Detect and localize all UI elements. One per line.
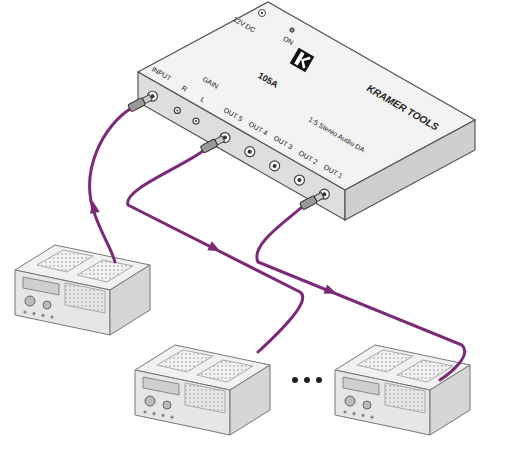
circle-shape <box>352 412 355 415</box>
polygon-shape <box>397 360 453 382</box>
jack <box>294 175 304 185</box>
polygon-shape <box>385 383 425 413</box>
audio-plug <box>200 135 225 153</box>
circle-shape <box>363 401 371 409</box>
circle-shape <box>32 312 35 315</box>
ellipsis-dots <box>292 377 322 383</box>
model-number: 105A <box>256 71 279 90</box>
jack-hole <box>176 109 178 111</box>
product-description: 1:5 Stereo Audio DA <box>307 115 365 153</box>
audio-plug <box>299 192 324 210</box>
polygon-shape <box>197 360 253 382</box>
polygon-shape <box>185 383 225 413</box>
polygon-shape <box>77 260 133 282</box>
circle-shape <box>361 414 364 417</box>
circle-shape <box>163 401 171 409</box>
jack-hole <box>195 120 197 122</box>
kramer-logo <box>290 48 315 73</box>
circle-shape <box>370 416 373 419</box>
circle-shape <box>41 314 44 317</box>
jack-hole <box>273 164 277 168</box>
jack <box>245 147 255 157</box>
circle-shape <box>43 301 51 309</box>
rect-shape <box>128 97 146 112</box>
plugs <box>128 94 325 210</box>
circle-shape <box>161 414 164 417</box>
circle-shape <box>152 412 155 415</box>
stereo-receiver <box>15 245 150 335</box>
polygon-shape <box>143 377 179 395</box>
jack <box>270 161 280 171</box>
circle-shape <box>25 296 35 306</box>
receivers <box>15 245 470 435</box>
stereo-receiver <box>335 345 470 435</box>
brand-name: KRAMER TOOLS <box>364 83 439 132</box>
jack <box>174 107 180 113</box>
polygon-shape <box>357 350 413 372</box>
distribution-amplifier <box>138 2 475 220</box>
polygon-shape <box>23 277 59 295</box>
audio-plug <box>128 94 153 112</box>
rect-shape <box>200 139 218 154</box>
polygon-shape <box>65 283 105 313</box>
circle-shape <box>50 316 53 319</box>
circle-shape <box>170 416 173 419</box>
cables <box>90 109 465 380</box>
rect-shape <box>299 195 317 210</box>
direction-arrows <box>88 200 339 298</box>
polygon-shape <box>37 250 93 272</box>
polygon-shape <box>343 377 379 395</box>
stereo-receiver <box>135 345 270 435</box>
circle-shape <box>145 396 155 406</box>
circle-shape <box>345 396 355 406</box>
circle-shape <box>23 310 26 313</box>
polygon-shape <box>157 350 213 372</box>
jacks <box>147 91 329 199</box>
circle-shape <box>343 410 346 413</box>
jack-hole <box>297 178 301 182</box>
jack-hole <box>248 150 252 154</box>
jack <box>193 118 199 124</box>
circle-shape <box>143 410 146 413</box>
